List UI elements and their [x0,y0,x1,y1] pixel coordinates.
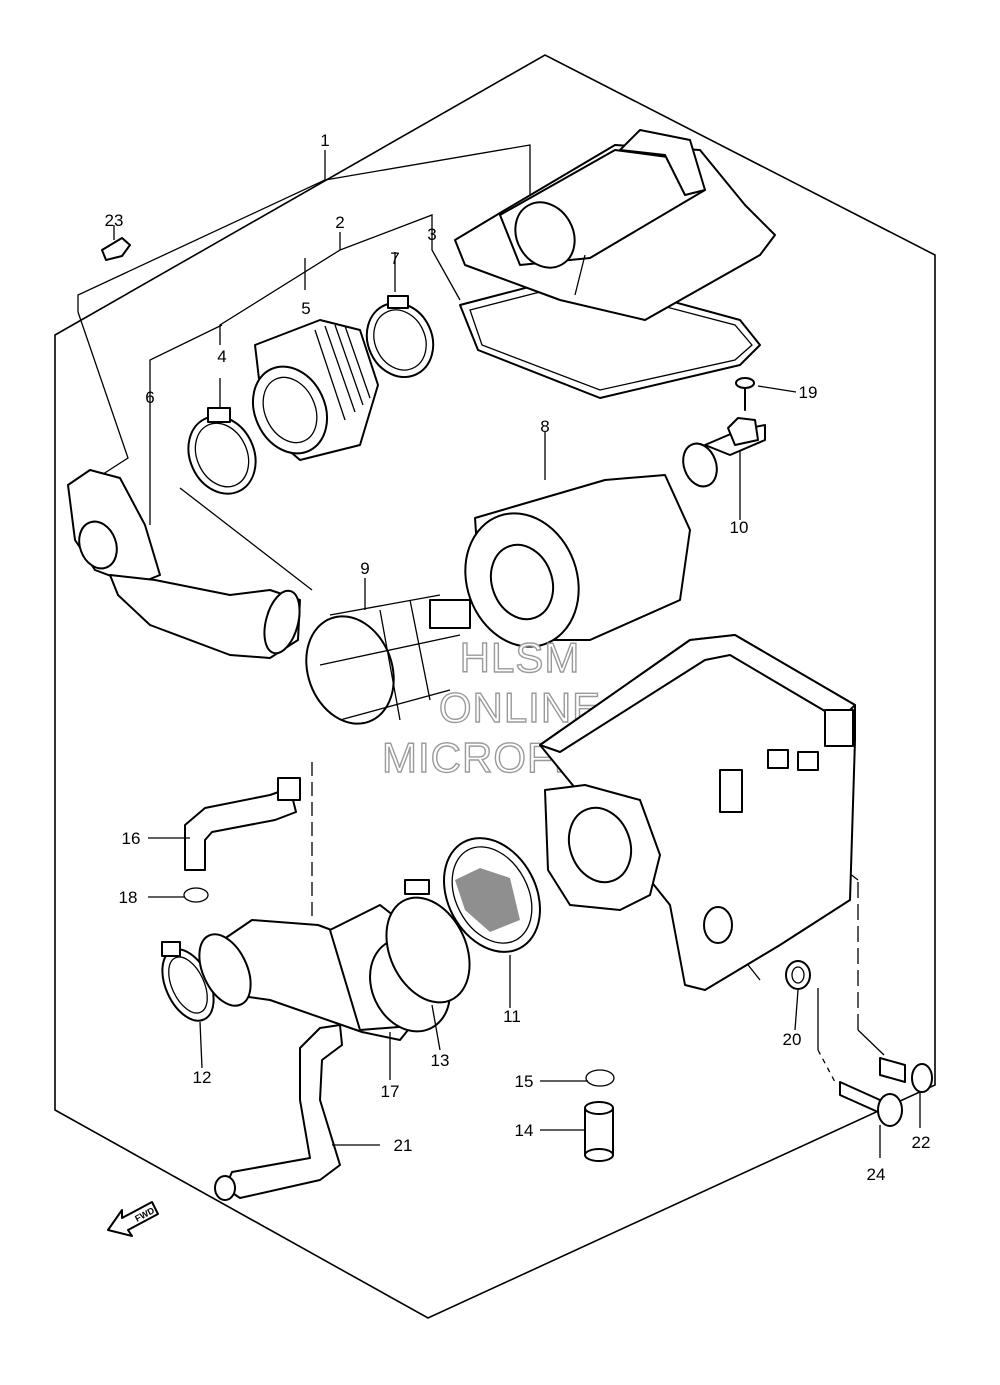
filter-element-8 [464,474,691,648]
callout-8: 8 [540,417,549,436]
callout-12: 12 [193,1068,212,1087]
assembly-frame [54,54,936,1319]
callout-5: 5 [301,299,310,318]
callout-15: 15 [515,1072,534,1091]
clamp-4 [187,407,257,495]
callout-13: 13 [431,1051,450,1070]
callout-14: 14 [515,1121,534,1140]
callout-16: 16 [122,829,141,848]
bolt-22 [879,1057,933,1093]
clip-23 [101,225,131,261]
screen-mesh [455,868,520,932]
knob-10 [682,417,766,488]
callout-7: 7 [390,249,399,268]
screw-19 [735,377,755,411]
callout-9: 9 [360,559,369,578]
air-boot-5 [252,319,379,461]
watermark: HLSM ONLINE MICROFICHE [381,633,657,781]
air-cleaner-cover [454,129,776,399]
callout-22: 22 [912,1133,931,1152]
callout-19: 19 [799,383,818,402]
clamp-13 [385,879,471,1004]
watermark-line-1: HLSM [460,634,581,681]
group-bracket-lines [77,144,885,1083]
intake-duct [67,469,301,659]
callout-23: 23 [105,211,124,230]
callout-18: 18 [119,888,138,907]
callout-1: 1 [320,131,329,150]
hose-16 [184,777,301,871]
callout-20: 20 [783,1030,802,1049]
filter-cage-9 [305,594,471,725]
hose-21 [214,1024,343,1201]
fwd-arrow: FWD [107,1201,159,1237]
air-cleaner-case [539,634,856,991]
plug-14 [584,1101,614,1162]
screen-11 [443,837,541,953]
drain-24 [839,1081,903,1127]
callout-17: 17 [381,1082,400,1101]
callout-2: 2 [335,213,344,232]
callout-leaders [148,385,921,1158]
callout-11: 11 [503,1007,521,1026]
clip-18 [183,887,209,903]
callout-3: 3 [427,225,436,244]
callout-labels: 1 2 3 4 5 6 7 8 9 10 11 12 13 14 15 16 1… [105,131,931,1184]
callout-4: 4 [217,347,226,366]
clamp-7 [365,295,435,378]
callout-24: 24 [867,1165,886,1184]
callout-6: 6 [145,388,154,407]
grommet-20 [785,960,811,990]
clip-15 [585,1069,615,1087]
callout-10: 10 [730,518,749,537]
callout-21: 21 [394,1136,413,1155]
